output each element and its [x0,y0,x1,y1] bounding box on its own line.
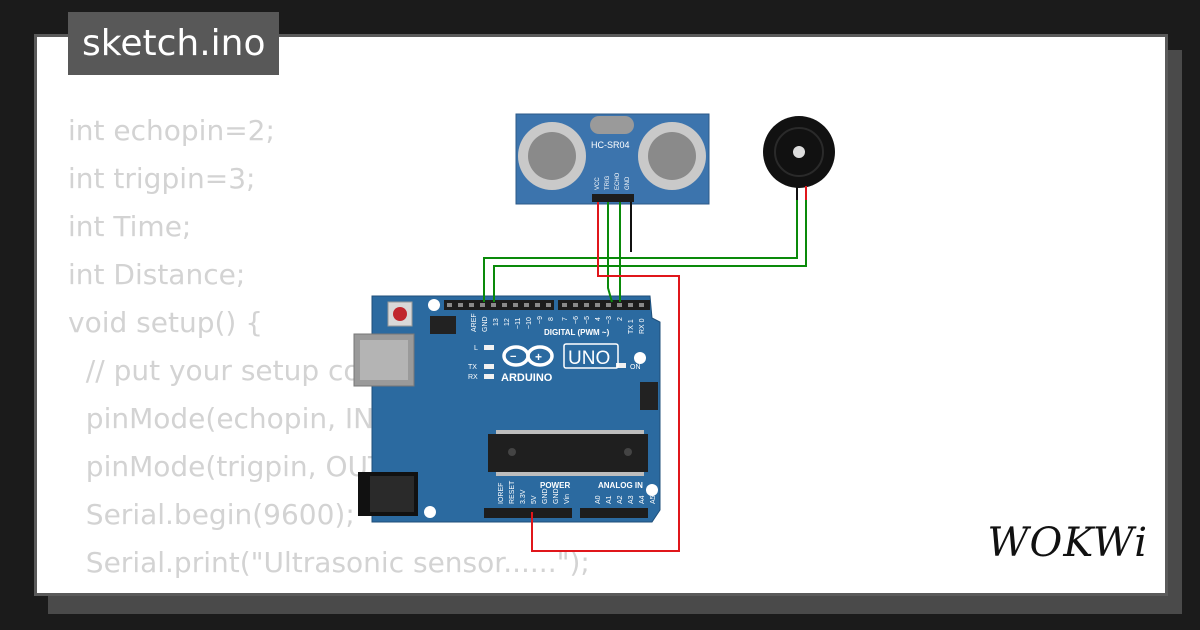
file-tab[interactable]: sketch.ino [68,12,280,75]
pin-label: A4 [639,495,646,504]
hc-sr04-sensor[interactable]: HC-SR04 VCC TRIG ECHO GND [515,113,710,205]
led-l [484,345,494,350]
buzzer[interactable] [763,116,835,188]
led-on-label: ON [630,364,641,371]
pin-label: A2 [617,495,624,504]
arduino-uno-board[interactable]: AREF GND 13 12 ~11 ~10 ~9 8 7 ~6 ~5 4 ~3… [353,295,661,523]
top-header-left [444,300,554,310]
led-tx-label: TX [468,364,477,371]
usb-port-inner [360,340,408,380]
pin-label: AREF [471,313,478,332]
wire-buzzer-pin[interactable] [493,190,807,302]
pin-label: VCC [595,177,601,190]
pin-label: 5V [531,495,538,504]
transducer-right-mesh [648,132,696,180]
crystal [590,116,634,134]
code-line: pinMode(trigpin, OUTPUT); [68,450,460,483]
pin-label: ~3 [606,316,613,324]
pin-label: A5 [650,495,657,504]
code-line: Serial.begin(9600); [68,498,355,531]
analog-header [580,508,648,518]
chip-notch [508,448,516,456]
reset-button-cap[interactable] [393,307,407,321]
pin-label: ~9 [537,316,544,324]
arduino-brand-label: ARDUINO [501,372,553,384]
pin-label: 8 [548,317,555,321]
pin-label: ~5 [584,316,591,324]
code-line: Serial.print("Ultrasonic sensor......"); [68,546,590,579]
transducer-left-mesh [528,132,576,180]
pin-label: TX 1 [628,319,635,334]
logo-minus: − [510,351,516,363]
led-tx [484,364,494,369]
pin-label: RESET [509,480,516,504]
pin-label: RX 0 [639,318,646,334]
sensor-header [592,194,634,202]
top-header-right [558,300,650,310]
chip-pins [496,430,644,476]
led-l-label: L [474,345,478,352]
buzzer-ring [774,127,824,177]
mount-hole [424,506,436,518]
pin-label: ~6 [573,316,580,324]
pin-label: Vin [564,494,571,504]
pin-label: 12 [504,318,511,326]
header-pins [447,303,644,307]
code-line: void setup() { [68,306,264,339]
pin-label: IOREF [498,483,505,504]
sensor-pin-labels: VCC TRIG ECHO GND [595,172,631,190]
code-line: int Distance; [68,258,246,291]
code-line: int echopin=2; [68,114,275,147]
pin-label: 4 [595,317,602,321]
top-pin-labels: AREF GND 13 12 ~11 ~10 ~9 8 7 ~6 ~5 4 ~3… [471,313,646,334]
pin-label: GND [553,488,560,504]
wokwi-logo: WOKWi [987,520,1148,566]
pin-label: TRIG [605,175,611,190]
power-jack-inner [370,476,414,512]
sensor-model-label: HC-SR04 [591,140,630,150]
arduino-model-label: UNO [568,348,610,369]
chip-dot [624,448,632,456]
logo-plus: + [535,350,542,364]
pin-label: GND [482,316,489,332]
icsp-header [430,316,658,410]
pin-label: ~10 [526,317,533,329]
wire-trig[interactable] [607,202,613,303]
digital-header-label: DIGITAL (PWM ~) [544,328,610,337]
pin-label: 3.3V [520,489,527,504]
buzzer-hole [793,146,805,158]
led-rx-label: RX [468,374,478,381]
wires [483,186,807,552]
code-line: int Time; [68,210,192,243]
pin-label: 7 [562,317,569,321]
power-header [484,508,572,518]
power-label: POWER [540,481,570,490]
pin-label: 13 [493,318,500,326]
mount-hole [646,484,658,496]
led-on [616,363,626,368]
pin-label: A0 [595,495,602,504]
pin-label: 2 [617,317,624,321]
uno-badge [563,343,619,369]
bottom-pin-labels: IOREF RESET 3.3V 5V GND GND Vin A0 A1 A2… [498,480,657,504]
wire-vcc[interactable] [531,202,680,552]
pin-label: GND [625,176,631,190]
wire-buzzer-gnd[interactable] [483,190,798,302]
pin-label: GND [542,488,549,504]
pin-label: ECHO [615,172,621,190]
led-rx [484,374,494,379]
mount-hole [428,299,440,311]
pin-label: A1 [606,495,613,504]
arduino-logo-icon [502,345,554,367]
pin-label: A3 [628,495,635,504]
code-line: int trigpin=3; [68,162,256,195]
analog-label: ANALOG IN [598,481,643,490]
pin-label: ~11 [515,318,522,329]
mount-hole [634,352,646,364]
